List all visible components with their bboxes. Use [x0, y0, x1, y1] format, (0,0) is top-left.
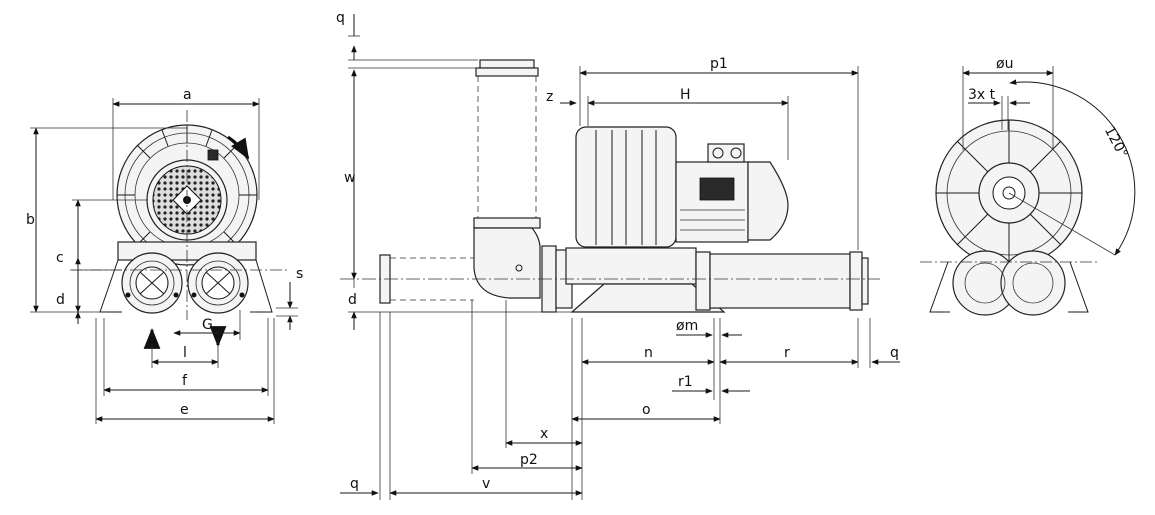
dim-d-left-label: d: [56, 292, 65, 308]
dim-e-label: e: [180, 402, 189, 418]
dim-p1-label: p1: [710, 56, 728, 72]
dim-u-label: øu: [996, 56, 1013, 72]
dim-angle-label: 120°: [1101, 124, 1131, 161]
dim-m-label: øm: [676, 318, 698, 334]
terminal-box: [207, 149, 219, 161]
terminal-plate: [699, 177, 735, 201]
dim-n-label: n: [644, 345, 653, 361]
dim-G-label: G: [202, 317, 213, 333]
dim-r-label: r: [784, 345, 790, 361]
dim-H-label: H: [680, 87, 691, 103]
dim-q-right-label: q: [890, 345, 899, 361]
dim-q-bottom-label: q: [350, 476, 359, 492]
side-view: q w d z p1 H øm n r: [336, 10, 900, 500]
rear-port-right: [1000, 250, 1066, 316]
dim-d-mid-label: d: [348, 292, 357, 308]
rotation-arrow-icon: [227, 135, 250, 160]
dim-p2-label: p2: [520, 452, 538, 468]
right-silencer: [709, 253, 851, 309]
base-hood: [570, 283, 726, 313]
dim-f-label: f: [182, 373, 188, 389]
dim-a-label: a: [183, 87, 192, 103]
dim-c-label: c: [56, 250, 64, 266]
angle-arc: [1009, 79, 1136, 256]
dim-l-label: l: [183, 345, 187, 361]
dim-o-label: o: [642, 402, 651, 418]
dim-z-label: z: [546, 89, 553, 105]
top-cap: [479, 59, 535, 69]
dim-s-label: s: [296, 266, 303, 282]
dim-t-label: 3x t: [968, 87, 996, 103]
front-view: a b c d s G l f: [26, 87, 303, 424]
dim-b-label: b: [26, 212, 35, 228]
dim-x-label: x: [540, 426, 548, 442]
motor: [675, 161, 749, 243]
dim-q-top-label: q: [336, 10, 345, 26]
dim-w-label: w: [344, 170, 355, 186]
elbow: [473, 227, 541, 299]
rear-view: øu 3x t 120°: [920, 56, 1136, 316]
dim-v-label: v: [482, 476, 490, 492]
dim-r1-label: r1: [678, 374, 693, 390]
